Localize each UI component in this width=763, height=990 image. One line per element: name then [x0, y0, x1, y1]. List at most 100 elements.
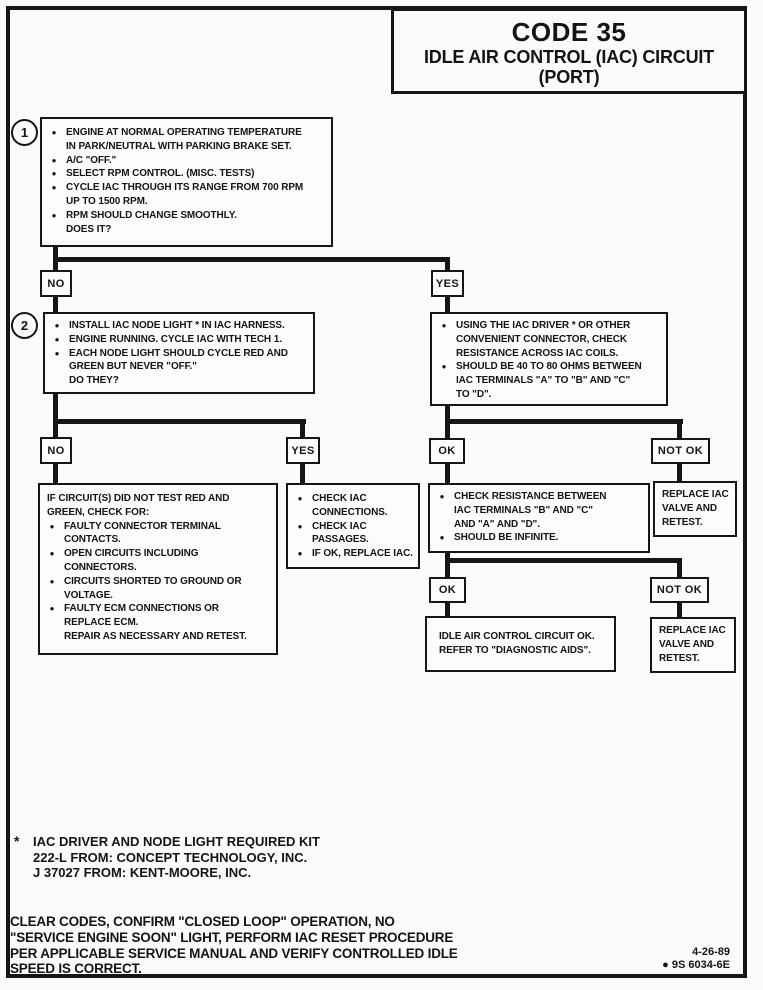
bullet-icon: ●	[49, 521, 55, 531]
terminal-box-circuit-ok: IDLE AIR CONTROL CIRCUIT OK. REFER TO "D…	[425, 616, 616, 672]
bullet-icon: ●	[49, 604, 55, 614]
bullet-icon: ●	[54, 334, 60, 344]
bullet-icon: ●	[297, 494, 303, 503]
instruction-text: RPM SHOULD CHANGE SMOOTHLY. DOES IT?	[66, 209, 237, 235]
connector-line	[53, 392, 58, 438]
decision-no-1: NO	[40, 270, 72, 297]
page-border	[6, 6, 747, 978]
instruction-text: OPEN CIRCUITS INCLUDING CONNECTORS.	[64, 548, 199, 573]
page-subtitle-line2: (PORT)	[538, 67, 600, 87]
bullet-icon: ●	[49, 549, 55, 559]
instruction-text: CYCLE IAC THROUGH ITS RANGE FROM 700 RPM…	[66, 182, 304, 207]
instruction-text: ENGINE AT NORMAL OPERATING TEMPERATURE I…	[66, 127, 302, 152]
instruction-text: CHECK IAC CONNECTIONS.	[312, 493, 388, 518]
connector-line	[445, 558, 682, 563]
decision-not-ok-2: NOT OK	[650, 577, 709, 603]
connector-line	[445, 462, 450, 484]
bullet-icon: ●	[441, 321, 447, 330]
instruction-text: CIRCUITS SHORTED TO GROUND OR VOLTAGE.	[64, 575, 242, 601]
footnote-required-kit: * IAC DRIVER AND NODE LIGHT REQUIRED KIT…	[14, 833, 320, 881]
connector-line	[300, 419, 305, 438]
footnote-text: IAC DRIVER AND NODE LIGHT REQUIRED KIT 2…	[33, 834, 320, 880]
decision-ok-1: OK	[429, 438, 465, 464]
decision-label: OK	[438, 445, 456, 457]
document-number: 9S 6034-6E	[671, 959, 730, 971]
step-marker-2: 2	[11, 312, 38, 339]
connector-line	[445, 601, 450, 617]
bullet-icon: ●	[441, 362, 447, 372]
step-number: 2	[20, 318, 29, 333]
action-box-check-iac: ● CHECK IAC CONNECTIONS. ● CHECK IAC PASSA…	[286, 483, 420, 569]
terminal-box-replace-iac-1: REPLACE IAC VALVE AND RETEST.	[653, 481, 737, 537]
connector-line	[53, 257, 450, 262]
instruction-text: INSTALL IAC NODE LIGHT * IN IAC HARNESS.	[69, 320, 285, 331]
instruction-text: EACH NODE LIGHT SHOULD CYCLE RED AND GRE…	[69, 347, 288, 387]
step-marker-1: 1	[11, 119, 38, 146]
instruction-text: IF CIRCUIT(S) DID NOT TEST RED AND GREEN…	[47, 493, 230, 518]
bullet-icon: ●	[51, 155, 57, 165]
title-box: CODE 35 IDLE AIR CONTROL (IAC) CIRCUIT (…	[391, 8, 747, 94]
connector-line	[677, 601, 682, 618]
instruction-text: SHOULD BE INFINITE.	[454, 532, 559, 544]
page-subtitle-line1: IDLE AIR CONTROL (IAC) CIRCUIT	[424, 47, 714, 67]
connector-line	[53, 462, 58, 484]
bullet-icon: ●	[51, 210, 57, 220]
action-box-engine-warmup: ● ENGINE AT NORMAL OPERATING TEMPERATURE …	[40, 117, 333, 247]
bullet-icon: ●	[297, 549, 303, 559]
connector-line	[445, 295, 450, 313]
decision-not-ok-1: NOT OK	[651, 438, 710, 464]
connector-line	[677, 462, 682, 482]
instruction-text: USING THE IAC DRIVER * OR OTHER CONVENIE…	[456, 320, 631, 359]
revision-date: 4-26-89	[692, 946, 730, 958]
decision-yes-2: YES	[286, 437, 320, 464]
instruction-text: REPLACE IAC VALVE AND RETEST.	[659, 625, 726, 664]
decision-yes-1: YES	[431, 270, 464, 297]
instruction-text: ENGINE RUNNING. CYCLE IAC WITH TECH 1.	[69, 333, 282, 345]
terminal-box-replace-iac-2: REPLACE IAC VALVE AND RETEST.	[650, 617, 736, 673]
decision-no-2: NO	[40, 437, 72, 464]
instruction-text: FAULTY ECM CONNECTIONS OR REPLACE ECM. R…	[64, 603, 247, 642]
connector-line	[677, 419, 682, 438]
connector-line	[445, 257, 450, 271]
decision-label: YES	[291, 444, 315, 457]
action-box-check-resistance: ● USING THE IAC DRIVER * OR OTHER CONVENI…	[430, 312, 668, 406]
connector-line	[53, 419, 306, 424]
bullet-icon: ●	[54, 321, 60, 330]
bullet-icon: ●	[439, 533, 445, 543]
instruction-text: CHECK IAC PASSAGES.	[312, 520, 369, 546]
action-box-resistance-infinite: ● CHECK RESISTANCE BETWEEN IAC TERMINALS …	[428, 483, 650, 553]
bullet-icon: ●	[439, 492, 445, 501]
action-box-circuit-repair: IF CIRCUIT(S) DID NOT TEST RED AND GREEN…	[38, 483, 278, 655]
asterisk-icon: *	[14, 833, 20, 849]
bullet-icon: ●	[297, 521, 303, 531]
bullet-icon: ●	[49, 576, 55, 586]
decision-label: NO	[47, 444, 65, 457]
footer-meta: 4-26-89 ● 9S 6034-6E	[610, 946, 730, 972]
bullet-icon: ●	[54, 348, 60, 358]
decision-label: NOT OK	[656, 584, 703, 596]
action-box-node-light: ● INSTALL IAC NODE LIGHT * IN IAC HARNESS…	[43, 312, 315, 394]
connector-line	[445, 419, 683, 424]
bullet-icon: ●	[51, 183, 57, 193]
bullet-icon: ●	[51, 169, 57, 179]
connector-line	[677, 558, 682, 578]
connector-line	[300, 462, 305, 484]
page-title: CODE 35	[511, 17, 627, 47]
instruction-text: SELECT RPM CONTROL. (MISC. TESTS)	[66, 168, 255, 180]
instruction-text: A/C "OFF."	[66, 154, 117, 166]
decision-label: NOT OK	[657, 445, 704, 457]
bullet-icon: ●	[51, 128, 57, 137]
decision-label: YES	[435, 277, 460, 290]
decision-ok-2: OK	[429, 577, 466, 603]
connector-line	[53, 295, 58, 313]
instruction-text: REPLACE IAC VALVE AND RETEST.	[662, 489, 729, 528]
bullet-icon: ●	[662, 959, 669, 971]
step-number: 1	[20, 125, 29, 140]
decision-label: OK	[438, 584, 457, 596]
instruction-text: SHOULD BE 40 TO 80 OHMS BETWEEN IAC TERM…	[456, 361, 642, 400]
footer-instructions: CLEAR CODES, CONFIRM "CLOSED LOOP" OPERA…	[10, 914, 458, 977]
instruction-text: CHECK RESISTANCE BETWEEN IAC TERMINALS "…	[454, 491, 607, 530]
instruction-text: FAULTY CONNECTOR TERMINAL CONTACTS.	[64, 520, 221, 546]
instruction-text: IF OK, REPLACE IAC.	[312, 548, 413, 560]
